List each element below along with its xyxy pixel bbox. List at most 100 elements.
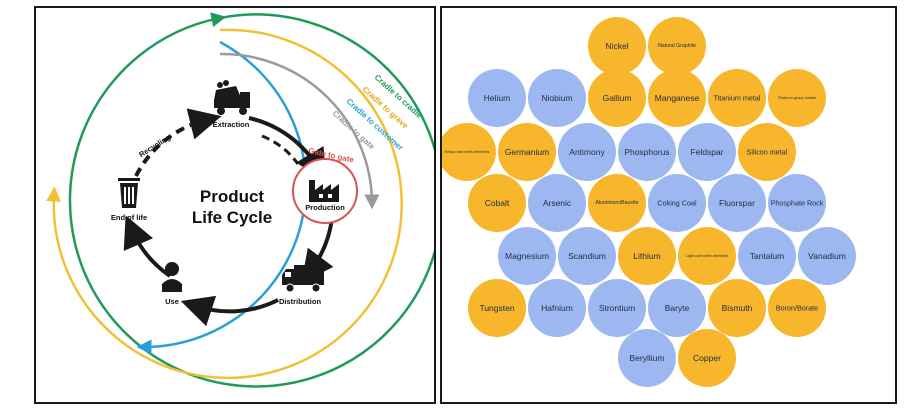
mineral-label: Gallium: [603, 93, 632, 103]
diagram-title-line2: Life Cycle: [192, 208, 272, 227]
mineral-item: Heavy rare earth elements: [442, 123, 496, 181]
mineral-item: Tungsten: [468, 279, 526, 337]
recycling-to-production-arrow: [261, 134, 300, 165]
use-label: Use: [165, 297, 179, 306]
mineral-label: Tungsten: [479, 303, 514, 313]
mineral-label: Phosphorus: [624, 147, 669, 157]
mineral-item: Phosphorus: [618, 123, 676, 181]
mineral-label: Lithium: [633, 251, 660, 261]
mineral-item: Beryllium: [618, 329, 676, 387]
mineral-circle: [468, 69, 526, 127]
mineral-circle: [768, 279, 826, 337]
mineral-label: Fluorspar: [719, 198, 755, 208]
mineral-item: Titanium metal: [708, 69, 766, 127]
production-to-distribution-arrow: [301, 217, 334, 283]
trash-can-icon: [118, 178, 140, 208]
mineral-item: Helium: [468, 69, 526, 127]
factory-icon: [309, 180, 339, 202]
mineral-circle: [648, 17, 706, 75]
mineral-item: Germanium: [498, 123, 556, 181]
mineral-label: Nickel: [605, 41, 628, 51]
mineral-item: Feldspar: [678, 123, 736, 181]
mineral-item: Boron/Borate: [768, 279, 826, 337]
mineral-circle: [768, 174, 826, 232]
distribution-to-use-arrow: [180, 295, 279, 327]
cradle-to-cradle-arc: [68, 12, 434, 388]
mineral-circle: [708, 69, 766, 127]
mineral-circle: [648, 69, 706, 127]
mineral-item: Light rare earth elements: [678, 227, 736, 285]
mineral-item: Manganese: [648, 69, 706, 127]
mineral-circle: [588, 17, 646, 75]
mineral-item: Vanadium: [798, 227, 856, 285]
mineral-item: Cobalt: [468, 174, 526, 232]
mineral-label: Helium: [484, 93, 510, 103]
mining-truck-icon: [214, 80, 250, 115]
mineral-label: Antimony: [569, 147, 605, 157]
mineral-label: Niobium: [541, 93, 572, 103]
mineral-item: Tantalum: [738, 227, 796, 285]
mineral-label: Hafnium: [541, 303, 573, 313]
life-cycle-diagram: Cradle to cradle Cradle to grave Cradle …: [46, 12, 434, 388]
mineral-circle: [708, 174, 766, 232]
mineral-label: Copper: [693, 353, 721, 363]
mineral-circle: [678, 329, 736, 387]
cradle-to-gate-arc: [219, 52, 380, 210]
mineral-circle: [738, 123, 796, 181]
mineral-label: Light rare earth elements: [686, 254, 728, 258]
mineral-label: Strontium: [599, 303, 635, 313]
mineral-circle: [528, 69, 586, 127]
mineral-circle: [708, 279, 766, 337]
mineral-circle: [588, 279, 646, 337]
mineral-circle: [798, 227, 856, 285]
mineral-circle: [618, 123, 676, 181]
mineral-circle: [588, 174, 646, 232]
mineral-label: Manganese: [655, 93, 700, 103]
mineral-label: Boron/Borate: [776, 304, 818, 313]
mineral-label: Feldspar: [690, 147, 723, 157]
mineral-label: Bismuth: [722, 303, 753, 313]
mineral-label: Arsenic: [543, 198, 572, 208]
mineral-item: Copper: [678, 329, 736, 387]
mineral-item: Baryte: [648, 279, 706, 337]
end-of-life-label: End of life: [111, 213, 147, 222]
mineral-item: Natural Graphite: [648, 17, 706, 75]
extraction-to-production-arrow: [248, 116, 327, 182]
distribution-label: Distribution: [279, 297, 321, 306]
cradle-to-grave-arc: [46, 28, 403, 380]
mineral-item: Hafnium: [528, 279, 586, 337]
cradle-to-customer-arc: [136, 40, 308, 355]
mineral-circle: [768, 69, 826, 127]
mineral-circle: [558, 227, 616, 285]
mineral-label: Titanium metal: [714, 94, 761, 103]
mineral-item: Fluorspar: [708, 174, 766, 232]
mineral-item: Magnesium: [498, 227, 556, 285]
mineral-circle: [468, 174, 526, 232]
mineral-label: Tantalum: [750, 251, 785, 261]
mineral-circle: [498, 227, 556, 285]
mineral-item: Arsenic: [528, 174, 586, 232]
mineral-circle: [738, 227, 796, 285]
extraction-label: Extraction: [213, 120, 250, 129]
mineral-item: Antimony: [558, 123, 616, 181]
mineral-item: Silicon metal: [738, 123, 796, 181]
mineral-item: Strontium: [588, 279, 646, 337]
mineral-label: Beryllium: [630, 353, 665, 363]
mineral-circle: [498, 123, 556, 181]
mineral-label: Coking Coal: [657, 199, 697, 208]
mineral-item: Platinum group metals: [768, 69, 826, 127]
mineral-label: Aluminium/Bauxite: [596, 200, 639, 206]
mineral-item: Lithium: [618, 227, 676, 285]
mineral-item: Coking Coal: [648, 174, 706, 232]
mineral-item: Nickel: [588, 17, 646, 75]
mineral-item: Scandium: [558, 227, 616, 285]
mineral-item: Bismuth: [708, 279, 766, 337]
mineral-circle: [678, 123, 736, 181]
mineral-label: Heavy rare earth elements: [445, 150, 490, 154]
mineral-label: Scandium: [568, 251, 606, 261]
mineral-label: Silicon metal: [747, 148, 788, 157]
mineral-circle: [618, 227, 676, 285]
mineral-circle: [442, 123, 496, 181]
